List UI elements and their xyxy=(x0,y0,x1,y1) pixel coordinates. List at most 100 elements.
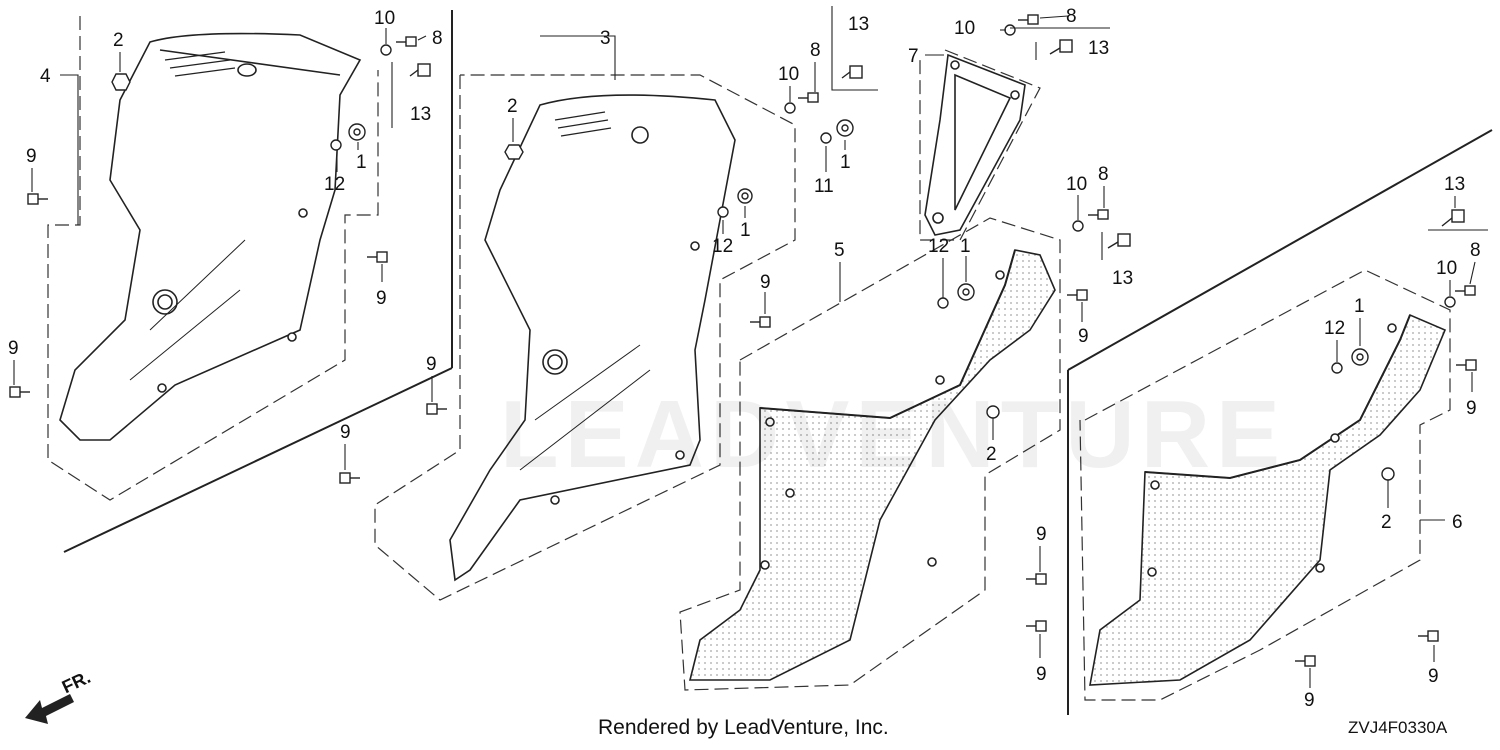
callout-labels: 4 2 10 8 13 1 12 9 9 9 3 2 10 8 13 1 11 … xyxy=(8,6,1481,711)
washer-icon xyxy=(820,132,832,144)
bolt-icon xyxy=(1067,289,1088,301)
washer-icon xyxy=(937,297,949,309)
bolt-icon xyxy=(1456,359,1477,371)
callout-10: 10 xyxy=(954,18,975,39)
footer-credit: Rendered by LeadVenture, Inc. xyxy=(598,716,889,739)
nut-icon xyxy=(1381,467,1395,481)
callout-7: 7 xyxy=(908,46,919,67)
clip-icon xyxy=(1049,39,1073,55)
callout-2: 2 xyxy=(986,444,997,465)
diagram-code: ZVJ4F0330A xyxy=(1348,718,1448,737)
callout-3: 3 xyxy=(600,28,611,49)
part-5-dashed-outline xyxy=(679,217,1061,691)
washer-icon xyxy=(1331,362,1343,374)
washer-icon xyxy=(330,139,342,151)
callout-13: 13 xyxy=(1112,268,1133,289)
leader-lines xyxy=(13,6,1488,688)
callout-10: 10 xyxy=(1066,174,1087,195)
bolt-icon xyxy=(798,92,819,103)
callout-12: 12 xyxy=(928,236,949,257)
nut-icon xyxy=(836,119,854,137)
callout-8: 8 xyxy=(810,40,821,61)
callout-6: 6 xyxy=(1452,512,1463,533)
nut-icon xyxy=(348,123,366,141)
bolt-icon xyxy=(1455,285,1476,296)
bolt-icon xyxy=(1018,14,1039,25)
washer-icon xyxy=(717,206,729,218)
callout-1: 1 xyxy=(1354,296,1365,317)
bolt-icon xyxy=(426,403,447,415)
section-dividers xyxy=(63,10,1493,715)
nut-icon xyxy=(957,283,975,301)
callout-12: 12 xyxy=(712,236,733,257)
bolt-icon xyxy=(1026,573,1047,585)
bolt-icon xyxy=(396,36,417,47)
washer-icon xyxy=(1444,296,1456,308)
bolt-icon xyxy=(9,386,30,398)
callout-2: 2 xyxy=(113,30,124,51)
front-direction-arrow-icon xyxy=(25,694,74,724)
part-6-dashed-outline xyxy=(1079,269,1451,701)
nut-icon xyxy=(504,144,524,160)
callout-9: 9 xyxy=(340,422,351,443)
fasteners xyxy=(9,14,1477,667)
part-7-center-trim[interactable] xyxy=(924,53,1026,236)
callout-9: 9 xyxy=(1428,666,1439,687)
part-4-dashed-outline xyxy=(47,16,379,501)
callout-11: 11 xyxy=(814,176,834,197)
callout-8: 8 xyxy=(1066,6,1077,27)
part-5-floor-side-cover[interactable] xyxy=(688,249,1056,681)
part-7-dashed-outline xyxy=(919,49,1041,241)
callout-12: 12 xyxy=(1324,318,1345,339)
callout-1: 1 xyxy=(356,152,367,173)
callout-9: 9 xyxy=(8,338,19,359)
callout-4: 4 xyxy=(40,66,51,87)
callout-5: 5 xyxy=(834,240,845,261)
bolt-icon xyxy=(27,193,48,205)
callout-13: 13 xyxy=(848,14,869,35)
callout-12: 12 xyxy=(324,174,345,195)
bolt-icon xyxy=(750,316,771,328)
callout-13: 13 xyxy=(410,104,431,125)
callout-1: 1 xyxy=(960,236,971,257)
callout-9: 9 xyxy=(1036,524,1047,545)
part-4-inner-cover-left[interactable] xyxy=(59,32,362,441)
nut-icon xyxy=(737,188,753,204)
part-6-floor-side-cover[interactable] xyxy=(1089,313,1447,686)
bolt-icon xyxy=(1418,630,1439,642)
callout-13: 13 xyxy=(1444,174,1465,195)
nut-icon xyxy=(111,73,131,91)
washer-icon xyxy=(1004,24,1016,36)
washer-icon xyxy=(1072,220,1084,232)
callout-13: 13 xyxy=(1088,38,1109,59)
callout-10: 10 xyxy=(1436,258,1457,279)
bolt-icon xyxy=(1295,655,1316,667)
callout-8: 8 xyxy=(432,28,443,49)
callout-9: 9 xyxy=(760,272,771,293)
callout-9: 9 xyxy=(1036,664,1047,685)
callout-2: 2 xyxy=(1381,512,1392,533)
bolt-icon xyxy=(367,251,388,263)
nut-icon xyxy=(1351,348,1369,366)
clip-icon xyxy=(409,63,431,77)
callout-10: 10 xyxy=(374,8,395,29)
clip-icon xyxy=(841,65,863,79)
callout-9: 9 xyxy=(376,288,387,309)
bolt-icon xyxy=(1088,209,1109,220)
part-3-inner-cover-center[interactable] xyxy=(449,94,736,582)
callout-2: 2 xyxy=(507,96,518,117)
clip-icon xyxy=(1441,209,1465,227)
callout-9: 9 xyxy=(426,354,437,375)
callout-9: 9 xyxy=(1466,398,1477,419)
bolt-icon xyxy=(1026,620,1047,632)
callout-10: 10 xyxy=(778,64,799,85)
clip-icon xyxy=(1107,233,1131,249)
callout-8: 8 xyxy=(1098,164,1109,185)
nut-icon xyxy=(986,405,1000,419)
part-3-dashed-outline xyxy=(374,74,796,601)
washer-icon xyxy=(784,102,796,114)
bolt-icon xyxy=(339,472,360,484)
callout-8: 8 xyxy=(1470,240,1481,261)
washer-icon xyxy=(380,44,392,56)
